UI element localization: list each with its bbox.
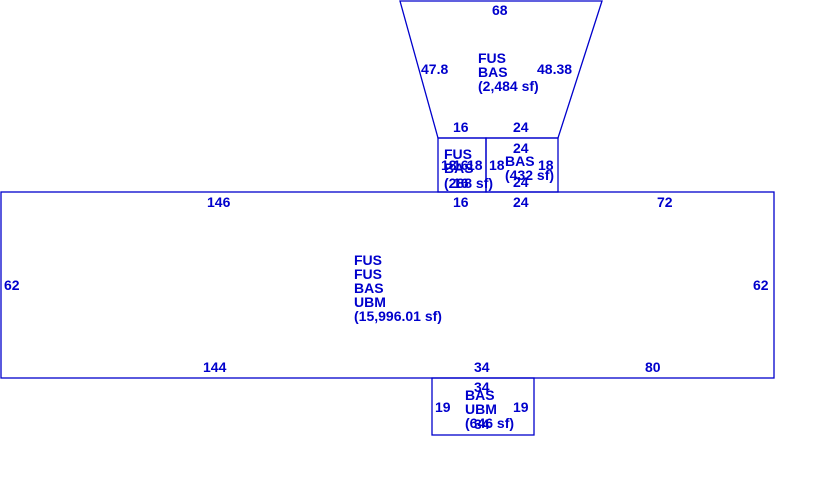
main-dim-bottom-right: 80	[645, 359, 661, 375]
small-left-dim-top: 16	[453, 157, 469, 173]
trapezoid-dim-bottom-left: 16	[453, 119, 469, 135]
trapezoid-area: (2,484 sf)	[478, 78, 539, 94]
small-left-dim-left: 18	[441, 157, 457, 173]
main-dim-top-mid-b: 24	[513, 194, 529, 210]
main-dim-top-right: 72	[657, 194, 673, 210]
bottom-box-code-2: UBM	[465, 401, 497, 417]
main-dim-bottom-mid: 34	[474, 359, 490, 375]
small-right-area: (432 sf)	[505, 167, 554, 183]
trapezoid-code-1: FUS	[478, 50, 506, 66]
trapezoid-dim-top: 68	[492, 2, 508, 18]
main-dim-top-mid-a: 16	[453, 194, 469, 210]
small-right-code-1: BAS	[505, 153, 535, 169]
small-right-dim-top: 24	[513, 140, 529, 156]
main-code-1: FUS	[354, 252, 382, 268]
main-code-4: UBM	[354, 294, 386, 310]
small-right-dim-right: 18	[538, 157, 554, 173]
bottom-box-dim-left: 19	[435, 399, 451, 415]
bottom-box-dim-bottom: 34	[474, 416, 490, 432]
main-code-2: FUS	[354, 266, 382, 282]
bottom-box-dim-right: 19	[513, 399, 529, 415]
small-left-code-2: BAS	[444, 160, 474, 176]
bottom-box-dim-top: 34	[474, 379, 490, 395]
small-left-code-1: FUS	[444, 146, 472, 162]
main-area-outline	[0, 191, 775, 379]
main-dim-left: 62	[4, 277, 20, 293]
trapezoid-code-2: BAS	[478, 64, 508, 80]
small-left-dim-right: 18	[467, 157, 483, 173]
main-dim-bottom-left: 144	[203, 359, 227, 375]
small-right-dim-bottom: 24	[513, 174, 529, 190]
bottom-box-code-1: BAS	[465, 387, 495, 403]
small-left-area: (288 sf)	[444, 175, 493, 191]
main-area: (15,996.01 sf)	[354, 308, 442, 324]
trapezoid-dim-bottom-right: 24	[513, 119, 529, 135]
small-left-dim-bottom: 16	[453, 175, 469, 191]
bottom-box-outline	[431, 377, 535, 436]
main-dim-right: 62	[753, 277, 769, 293]
main-dim-top-left: 146	[207, 194, 231, 210]
small-right-dim-left: 18	[489, 157, 505, 173]
trapezoid-dim-left: 47.8	[421, 61, 448, 77]
bottom-box-area: (646 sf)	[465, 415, 514, 431]
main-code-3: BAS	[354, 280, 384, 296]
trapezoid-dim-right: 48.38	[537, 61, 572, 77]
